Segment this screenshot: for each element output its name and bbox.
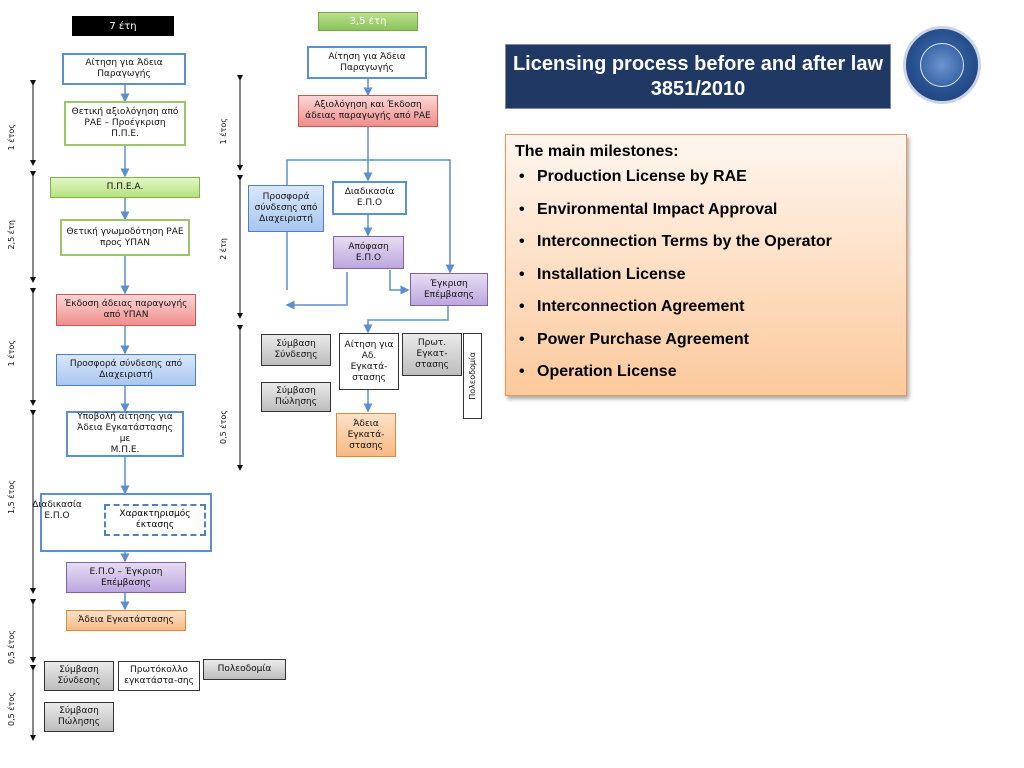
left-box-connection-offer: Προσφορά σύνδεσης από Διαχειριστή <box>56 354 196 386</box>
milestone-item: Installation License <box>515 265 897 285</box>
milestone-item: Interconnection Terms by the Operator <box>515 232 897 252</box>
left-epo-label: Διαδικασία Ε.Π.Ο <box>32 500 82 521</box>
right-box-epo-process: Διαδικασία Ε.Π.Ο <box>332 181 407 215</box>
left-box-land-characterization: Χαρακτηρισμός έκτασης <box>104 504 206 536</box>
left-epo-process-container <box>40 493 212 552</box>
left-box-production-license: Έκδοση άδειας παραγωγής από ΥΠΑΝ <box>56 294 196 326</box>
left-box-ppea: Π.Π.Ε.Α. <box>50 177 200 198</box>
milestone-item: Production License by RAE <box>515 167 897 187</box>
left-box-production-application: Αίτηση για Άδεια Παραγωγής <box>62 53 186 85</box>
milestones-heading: The main milestones: <box>515 143 679 160</box>
seal-logo <box>903 26 981 104</box>
right-box-intervention-approval: Έγκριση Επέμβασης <box>410 273 488 306</box>
milestones-panel: The main milestones: Production License … <box>505 134 907 396</box>
milestones-list: Production License by RAE Environmental … <box>515 167 897 382</box>
milestone-item: Interconnection Agreement <box>515 297 897 317</box>
seal-emblem-icon <box>920 43 964 87</box>
left-duration-2: 2,5 έτη <box>7 220 16 250</box>
right-box-installation-license: Άδεια Εγκατά- στασης <box>336 413 396 457</box>
slide-title: Licensing process before and after law 3… <box>505 44 891 109</box>
right-duration-2: 2 έτη <box>219 238 228 260</box>
left-duration-3: 1 έτος <box>7 340 16 367</box>
left-box-installation-application: Υποβολή αίτησης για Άδεια Εγκατάστασης μ… <box>66 411 184 457</box>
right-box-rae-evaluation-license: Αξιολόγηση και Έκδοση άδειας παραγωγής α… <box>298 95 438 127</box>
left-duration-6: 0,5 έτος <box>7 692 16 726</box>
right-box-connection-offer: Προσφορά σύνδεσης από Διαχειριστή <box>248 185 324 232</box>
right-duration-header: 3,5 έτη <box>318 12 418 31</box>
left-duration-4: 1,5 έτος <box>7 480 16 514</box>
left-box-urban-planning: Πολεοδομία <box>203 659 286 680</box>
right-box-installation-application: Αίτηση για Αδ. Εγκατά- στασης <box>339 333 399 390</box>
left-box-rae-opinion: Θετική γνωμοδότηση ΡΑΕ προς ΥΠΑΝ <box>60 219 190 256</box>
right-box-epo-decision: Απόφαση Ε.Π.Ο <box>333 236 404 269</box>
right-urban-planning-label: Πολεοδομία <box>468 352 477 400</box>
right-box-installation-protocol: Πρωτ. Εγκατ- στασης <box>402 333 462 376</box>
milestone-item: Environmental Impact Approval <box>515 200 897 220</box>
left-duration-1: 1 έτος <box>7 124 16 151</box>
left-box-connection-contract: Σύμβαση Σύνδεσης <box>44 661 114 691</box>
milestone-item: Operation License <box>515 362 897 382</box>
left-duration-header: 7 έτη <box>72 16 174 36</box>
left-box-sales-contract: Σύμβαση Πώλησης <box>44 702 114 732</box>
left-box-rae-evaluation: Θετική αξιολόγηση από ΡΑΕ – Προέγκριση Π… <box>64 101 186 146</box>
left-box-installation-protocol: Πρωτόκολλο εγκατάστα-σης <box>118 661 200 691</box>
right-box-production-application: Αίτηση για Άδεια Παραγωγής <box>307 46 427 79</box>
left-box-epo-approval: Ε.Π.Ο – Έγκριση Επέμβασης <box>66 562 186 593</box>
right-duration-1: 1 έτος <box>219 118 228 145</box>
milestone-item: Power Purchase Agreement <box>515 330 897 350</box>
right-box-connection-contract: Σύμβαση Σύνδεσης <box>261 334 331 366</box>
left-duration-5: 0,5 έτος <box>7 630 16 664</box>
right-box-sales-contract: Σύμβαση Πώλησης <box>261 382 331 412</box>
right-box-urban-planning: Πολεοδομία <box>463 333 482 419</box>
right-duration-3: 0,5 έτος <box>219 410 228 444</box>
left-box-installation-license: Άδεια Εγκατάστασης <box>66 610 186 631</box>
